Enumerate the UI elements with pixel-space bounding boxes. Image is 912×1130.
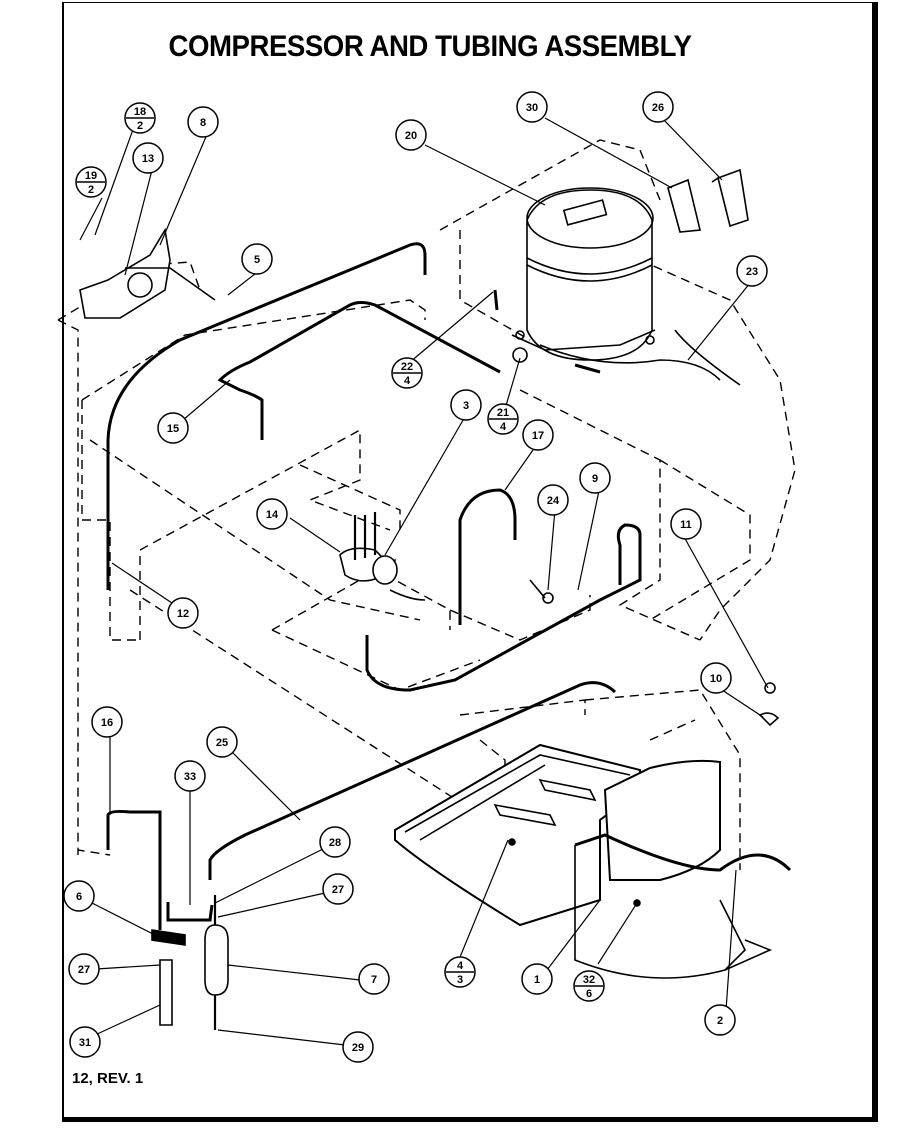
svg-text:4: 4 — [404, 375, 411, 387]
callout-16: 16 — [91, 706, 123, 738]
svg-text:21: 21 — [497, 407, 509, 419]
svg-text:30: 30 — [526, 102, 538, 114]
callout-15: 15 — [157, 412, 189, 444]
svg-text:4: 4 — [500, 421, 507, 433]
compressor — [511, 187, 656, 374]
callout-29: 29 — [342, 1031, 374, 1063]
callout-13: 13 — [132, 142, 164, 174]
svg-text:25: 25 — [216, 737, 228, 749]
svg-text:24: 24 — [547, 495, 560, 507]
capillary-tube-end — [542, 592, 554, 604]
clip-11 — [758, 712, 780, 727]
callout-14: 14 — [256, 498, 288, 530]
svg-text:3: 3 — [463, 400, 469, 412]
svg-text:8: 8 — [200, 117, 206, 129]
svg-text:16: 16 — [101, 717, 113, 729]
callout-33: 33 — [174, 760, 206, 792]
callout-5: 5 — [241, 243, 273, 275]
callout-7: 7 — [358, 963, 390, 995]
diagram-title: COMPRESSOR AND TUBING ASSEMBLY — [168, 30, 692, 63]
svg-text:26: 26 — [652, 102, 664, 114]
fraction-callout-32: 326 — [573, 970, 605, 1002]
callout-11: 11 — [670, 508, 702, 540]
fraction-callout-21: 214 — [487, 403, 519, 435]
grommet-10 — [764, 682, 776, 694]
leader-lines — [79, 109, 769, 1046]
callout-9: 9 — [579, 462, 611, 494]
svg-text:13: 13 — [142, 153, 154, 165]
svg-text:1: 1 — [534, 974, 540, 986]
compressor-wiring — [539, 344, 721, 381]
callout-12: 12 — [167, 597, 199, 629]
svg-text:6: 6 — [586, 988, 592, 1000]
callout-31: 31 — [69, 1026, 101, 1058]
svg-text:23: 23 — [746, 266, 758, 278]
callout-27-lower: 27 — [68, 953, 100, 985]
callout-26: 26 — [642, 91, 674, 123]
callout-1: 1 — [521, 963, 553, 995]
svg-text:2: 2 — [137, 120, 143, 132]
callout-10: 10 — [700, 662, 732, 694]
svg-text:22: 22 — [401, 361, 413, 373]
svg-text:28: 28 — [329, 837, 341, 849]
svg-text:2: 2 — [88, 184, 94, 196]
callout-8: 8 — [187, 106, 219, 138]
svg-text:17: 17 — [532, 430, 544, 442]
cover-clip — [717, 168, 749, 228]
callout-6: 6 — [63, 880, 95, 912]
svg-text:12: 12 — [177, 608, 189, 620]
svg-text:9: 9 — [592, 473, 598, 485]
svg-text:11: 11 — [680, 519, 692, 531]
tubing — [106, 242, 642, 930]
callout-23: 23 — [736, 255, 768, 287]
svg-text:4: 4 — [457, 960, 464, 972]
svg-text:32: 32 — [583, 974, 595, 986]
svg-text:27: 27 — [332, 884, 344, 896]
terminal-cover — [667, 178, 701, 233]
fan-shroud — [574, 759, 792, 979]
svg-text:29: 29 — [352, 1042, 364, 1054]
start-relay — [339, 512, 426, 601]
callout-28: 28 — [319, 826, 351, 858]
fraction-callout-22: 224 — [391, 357, 423, 389]
callout-25: 25 — [206, 726, 238, 758]
svg-text:2: 2 — [717, 1015, 723, 1027]
svg-text:15: 15 — [167, 423, 179, 435]
callout-17: 17 — [522, 419, 554, 451]
fraction-callout-18: 182 — [124, 102, 156, 134]
svg-text:18: 18 — [134, 106, 146, 118]
callout-2: 2 — [704, 1004, 736, 1036]
callout-30: 30 — [516, 91, 548, 123]
svg-text:33: 33 — [184, 771, 196, 783]
revision-note: 12, REV. 1 — [72, 1070, 144, 1087]
svg-text:5: 5 — [254, 254, 260, 266]
svg-text:20: 20 — [405, 130, 417, 142]
fraction-callout-19: 192 — [75, 166, 107, 198]
callout-3: 3 — [450, 389, 482, 421]
svg-text:14: 14 — [266, 509, 279, 521]
svg-text:27: 27 — [78, 964, 90, 976]
svg-text:6: 6 — [76, 891, 82, 903]
callout-24: 24 — [537, 484, 569, 516]
svg-text:31: 31 — [79, 1037, 91, 1049]
callout-20: 20 — [395, 119, 427, 151]
svg-text:10: 10 — [710, 673, 722, 685]
fraction-callout-4: 43 — [444, 956, 476, 988]
diagram-frame — [62, 2, 878, 1122]
svg-text:19: 19 — [85, 170, 97, 182]
svg-text:7: 7 — [371, 974, 377, 986]
svg-text:3: 3 — [457, 974, 463, 986]
callout-27-upper: 27 — [322, 873, 354, 905]
filter-drier — [151, 895, 229, 1030]
